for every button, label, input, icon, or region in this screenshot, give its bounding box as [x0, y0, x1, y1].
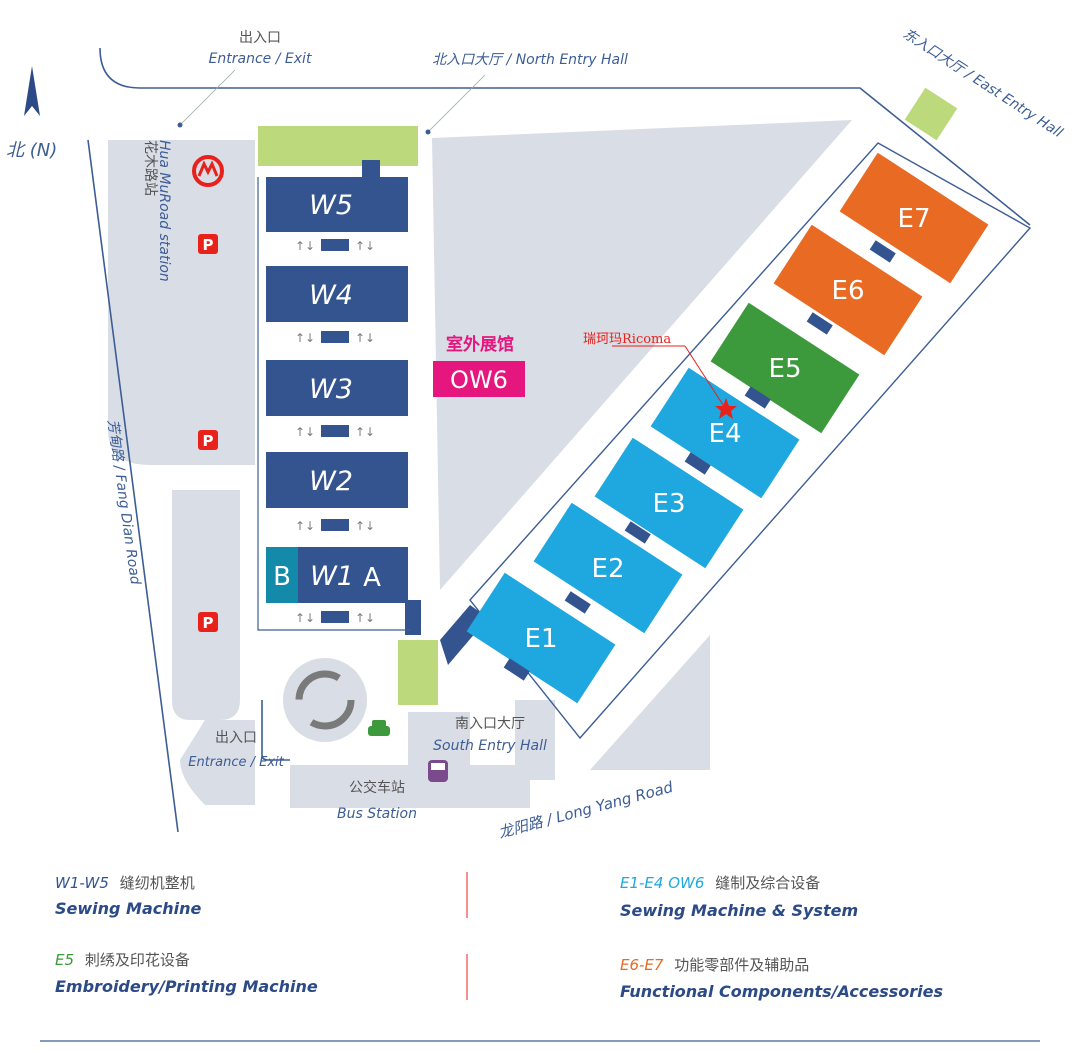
svg-text:↑↓: ↑↓ — [355, 331, 375, 345]
hall-e6-label: E6 — [832, 276, 865, 306]
legend-e-line1: E1-E4 OW6 缝制及综合设备 — [620, 874, 820, 892]
north-arrow-icon — [24, 66, 40, 116]
west-building-outline — [257, 177, 410, 631]
hall-w1-b-label: B — [273, 562, 291, 592]
outdoor-hall-name: 室外展馆 — [446, 334, 514, 355]
svg-text:↑↓: ↑↓ — [295, 331, 315, 345]
svg-text:↑↓: ↑↓ — [295, 239, 315, 253]
svg-text:↑↓: ↑↓ — [295, 611, 315, 625]
svg-text:↑↓: ↑↓ — [355, 519, 375, 533]
legend-e6-line1: E6-E7 功能零部件及辅助品 — [620, 956, 809, 974]
metro-station-en: Hua MuRoad station — [156, 140, 172, 282]
hall-w5[interactable] — [266, 177, 408, 232]
ricoma-label: 瑞珂玛Ricoma — [583, 332, 671, 347]
parking-icon — [198, 612, 218, 632]
hall-w2-label: W2 — [309, 466, 353, 497]
hall-w1-b[interactable] — [266, 547, 298, 603]
legend-w-line1: W1-W5 缝纫机整机 — [55, 874, 195, 892]
bottom-exit-en: Entrance / Exit — [188, 755, 284, 770]
hall-e4-label: E4 — [709, 419, 742, 449]
hall-e2[interactable]: E2 — [533, 502, 683, 634]
east-entry-hall-block — [904, 87, 958, 141]
legend-w-cn: 缝纫机整机 — [120, 874, 195, 892]
bottom-exit-cn: 出入口 — [215, 730, 257, 746]
metro-station-cn: 花木路站 — [142, 140, 158, 196]
svg-text:↑↓: ↑↓ — [355, 611, 375, 625]
legend-e5-cn: 刺绣及印花设备 — [85, 951, 190, 969]
legend-e-codes: E1-E4 OW6 — [620, 874, 704, 892]
hall-w1-a-label: A — [363, 563, 381, 593]
svg-text:↑↓: ↑↓ — [355, 425, 375, 439]
north-hall-label: 北入口大厅 / North Entry Hall — [432, 52, 628, 68]
bus-station-cn: 公交车站 — [349, 779, 405, 796]
hall-w3[interactable] — [266, 360, 408, 416]
hall-e3-label: E3 — [653, 489, 686, 519]
west-flow-markers: ↑↓ ↑↓ ↑↓ ↑↓ ↑↓ ↑↓ ↑↓ ↑↓ ↑↓ ↑↓ — [295, 239, 375, 625]
ground-areas — [108, 120, 852, 808]
ricoma-marker[interactable]: 瑞珂玛Ricoma — [583, 332, 737, 419]
legend-w-en: Sewing Machine — [55, 899, 202, 918]
bus-icon — [428, 760, 448, 782]
legend-e5-line1: E5 刺绣及印花设备 — [55, 951, 190, 969]
parking-icon — [198, 234, 218, 254]
hall-e5[interactable]: E5 — [710, 302, 860, 434]
hall-w4-label: W4 — [309, 280, 353, 311]
svg-text:P: P — [203, 432, 214, 450]
top-exit-en: Entrance / Exit — [209, 51, 312, 67]
road-lines — [87, 47, 1031, 833]
hall-e1[interactable]: E1 — [466, 572, 616, 704]
legend-e5-en: Embroidery/Printing Machine — [55, 977, 318, 996]
hall-e2-label: E2 — [592, 554, 625, 584]
legend-e6-cn: 功能零部件及辅助品 — [674, 956, 809, 974]
hall-e4[interactable]: E4 — [650, 367, 800, 499]
hall-w1-a[interactable] — [298, 547, 408, 603]
hall-e6[interactable]: E6 — [773, 224, 923, 356]
location-star-icon — [715, 398, 737, 419]
hall-w2[interactable] — [266, 452, 408, 508]
east-complex-outline — [469, 142, 1032, 740]
legend-e6-en: Functional Components/Accessories — [620, 982, 943, 1001]
svg-text:P: P — [203, 614, 214, 632]
hall-e5-label: E5 — [769, 354, 802, 384]
east-halls: E1 E2 E3 E4 E5 E6 E7 — [466, 152, 989, 704]
hall-w5-label: W5 — [309, 190, 353, 221]
legend-e6-codes: E6-E7 — [620, 956, 664, 974]
east-flow-markers — [503, 240, 896, 681]
svg-text:↑↓: ↑↓ — [295, 519, 315, 533]
hall-e7-label: E7 — [898, 204, 931, 234]
legend-e-cn: 缝制及综合设备 — [715, 874, 820, 892]
outdoor-hall-ow6[interactable] — [433, 361, 525, 397]
north-label: 北 (N) — [6, 140, 57, 161]
metro-icon — [192, 155, 224, 187]
legend: W1-W5 缝纫机整机 Sewing Machine E1-E4 OW6 缝制及… — [40, 872, 1040, 1042]
car-icon — [368, 720, 390, 736]
bus-station-en: Bus Station — [337, 806, 417, 822]
hall-e3[interactable]: E3 — [594, 437, 744, 569]
hall-e1-label: E1 — [525, 624, 558, 654]
parking-icons: P P P — [198, 234, 218, 632]
legend-w-codes: W1-W5 — [55, 874, 109, 892]
svg-text:P: P — [203, 236, 214, 254]
hall-e7[interactable]: E7 — [839, 152, 989, 284]
hall-w4[interactable] — [266, 266, 408, 322]
top-exit-cn: 出入口 — [239, 30, 281, 46]
hall-w3-label: W3 — [309, 374, 353, 405]
legend-e-en: Sewing Machine & System — [620, 901, 858, 920]
south-entry-hall-block — [398, 640, 438, 705]
south-hall-cn: 南入口大厅 — [455, 716, 525, 732]
outdoor-hall-code: OW6 — [450, 366, 508, 394]
parking-icon — [198, 430, 218, 450]
roundabout — [283, 658, 367, 742]
hall-w1-label: W1 — [310, 561, 354, 592]
south-hall-en: South Entry Hall — [433, 738, 547, 754]
legend-e5-codes: E5 — [55, 951, 74, 969]
svg-text:↑↓: ↑↓ — [295, 425, 315, 439]
north-entry-hall-block — [258, 126, 418, 166]
svg-text:↑↓: ↑↓ — [355, 239, 375, 253]
west-halls: W5 W4 W3 W2 B W1 A — [266, 160, 421, 635]
